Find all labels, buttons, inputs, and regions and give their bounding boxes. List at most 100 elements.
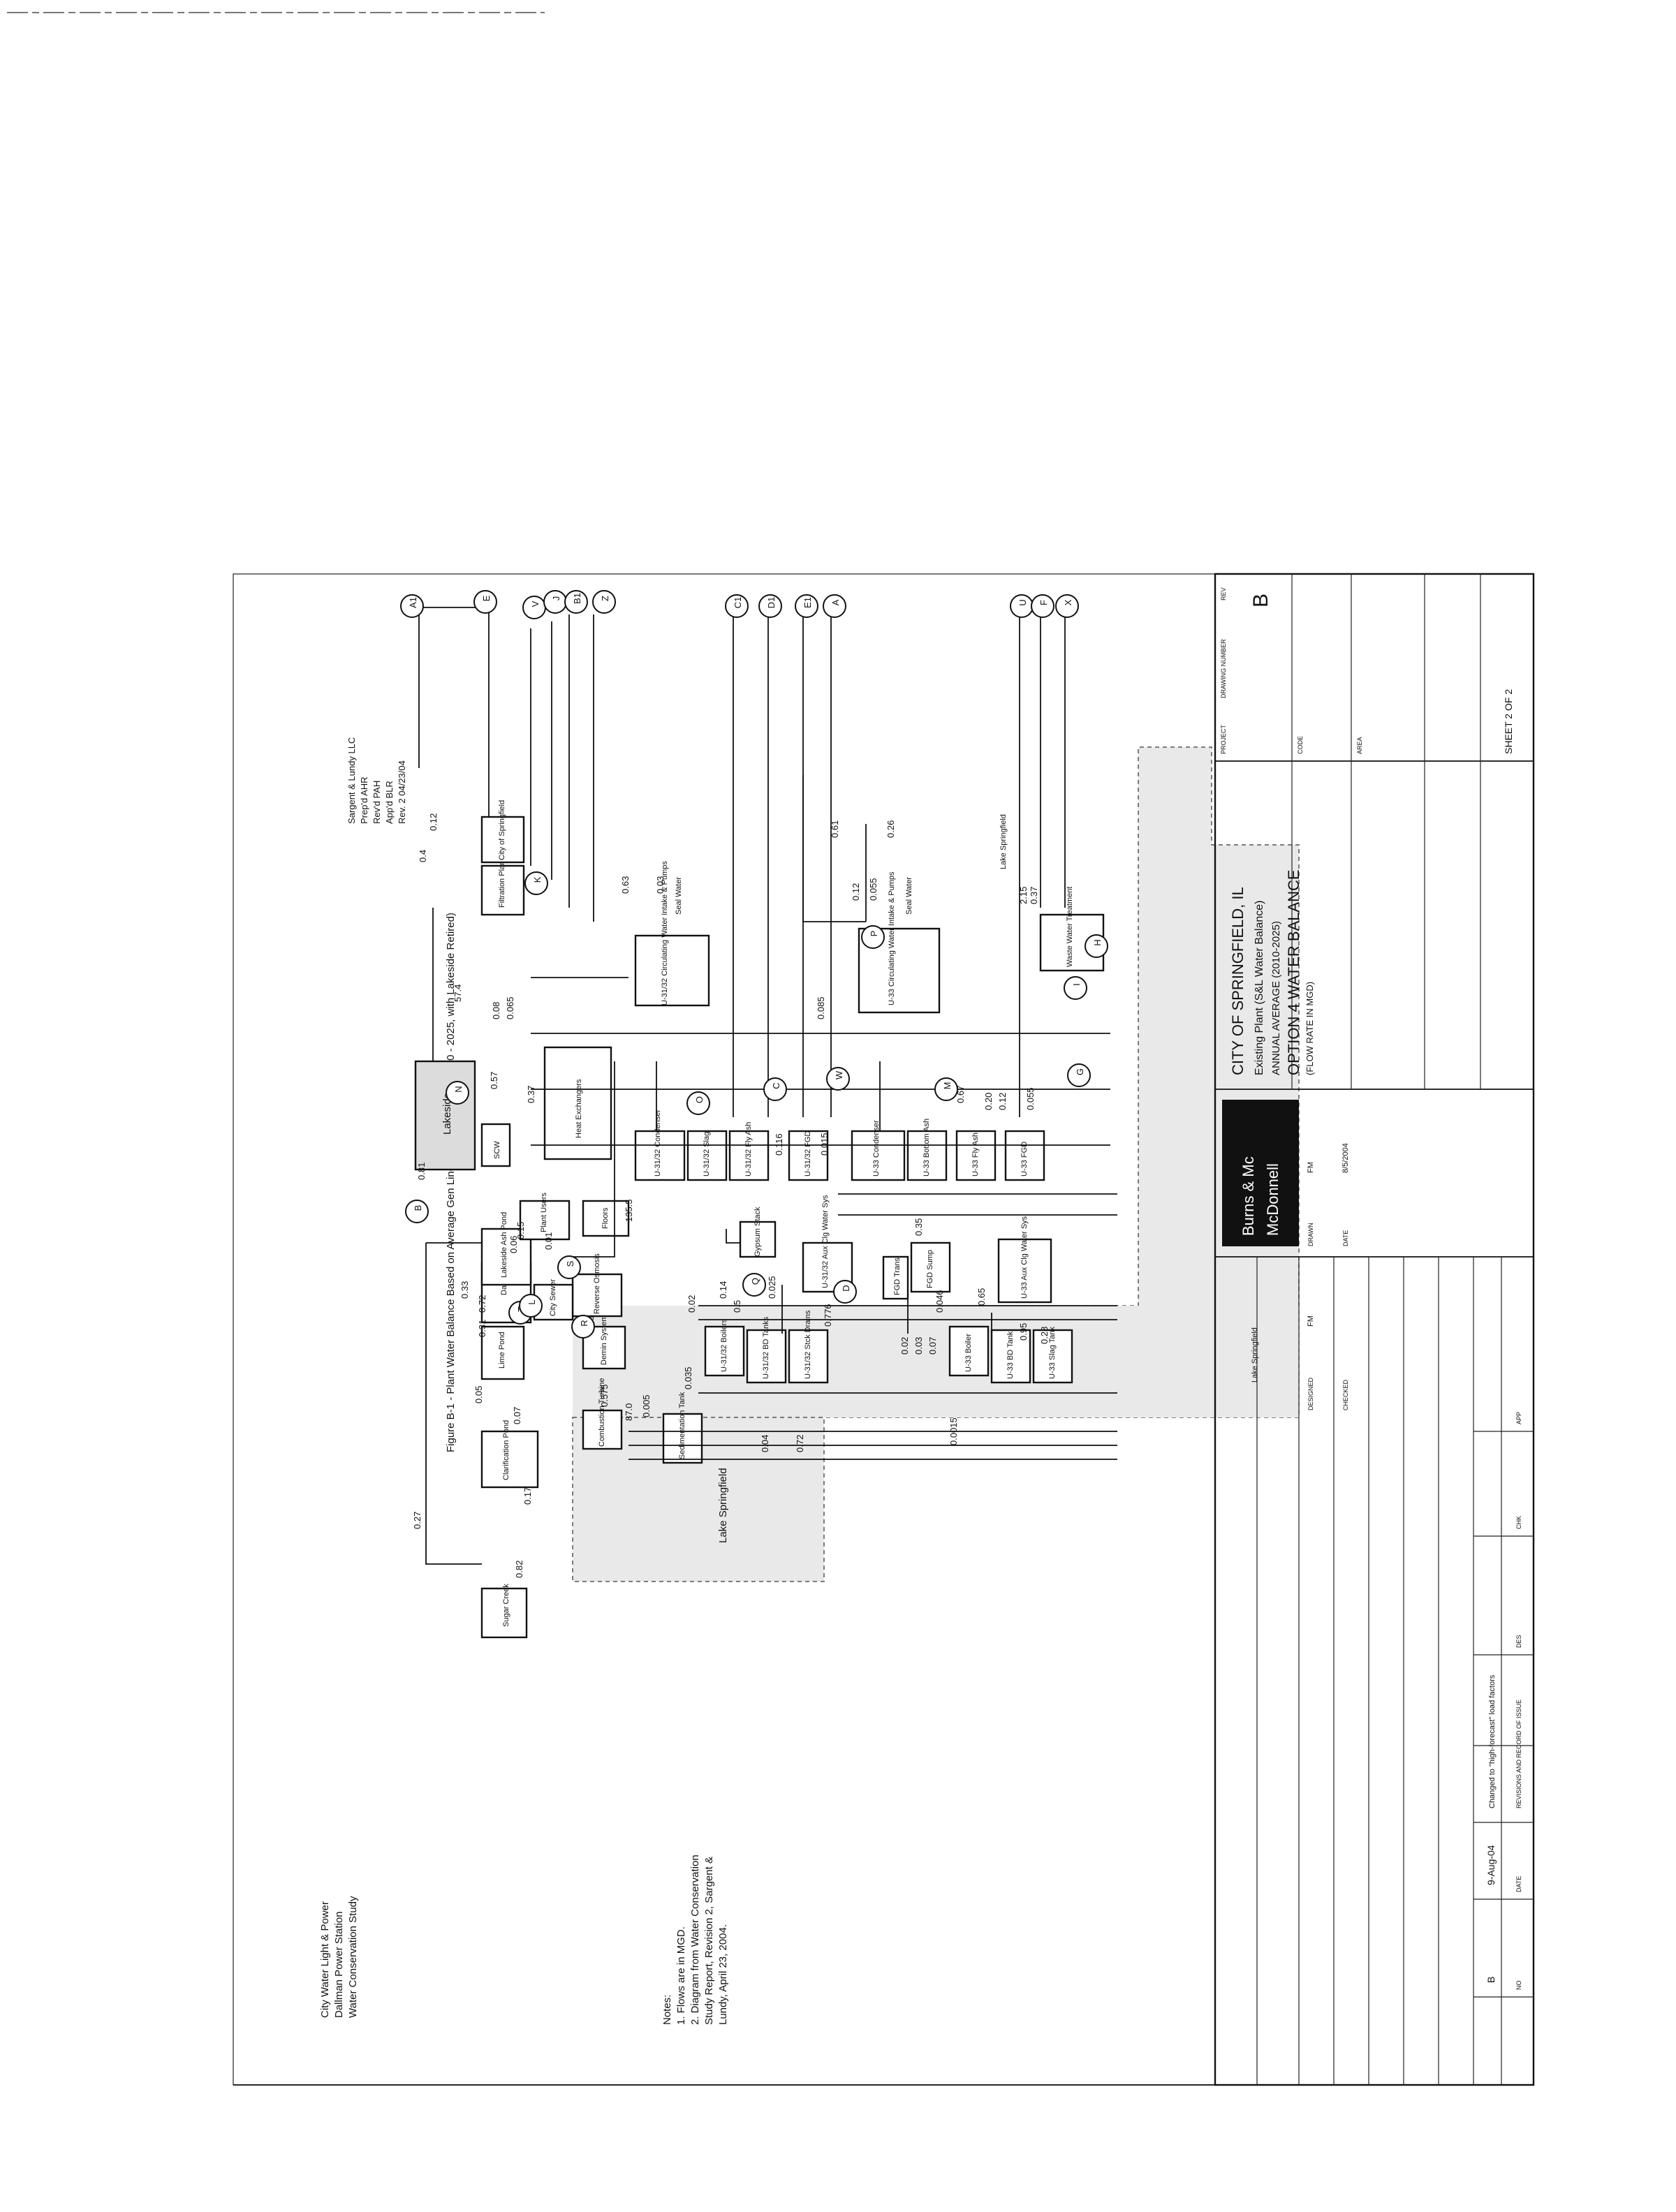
- lake-springfield-label-3: Lake Springfield: [1251, 1327, 1259, 1382]
- rev-date: 9-Aug-04: [1485, 1845, 1497, 1885]
- fly-ash-33-label: U-33 Fly Ash: [971, 1133, 980, 1177]
- client-title: CITY OF SPRINGFIELD, IL: [1229, 887, 1247, 1075]
- boilers-31-32-label: U-31/32 Boilers: [720, 1319, 728, 1372]
- svg-text:City Water Light & Power: City Water Light & Power: [319, 1901, 331, 2018]
- connector-circle: [1064, 976, 1087, 1000]
- sedimentation-tank-label: Sedimentation Tank: [678, 1392, 686, 1459]
- lakeside-label: Lakeside: [441, 1093, 453, 1135]
- flow-value: 0.95: [1018, 1323, 1029, 1341]
- flow-value: 0.015: [819, 1133, 830, 1156]
- connector-circle: [758, 594, 782, 618]
- svg-text:Dallman Power Station: Dallman Power Station: [333, 1911, 345, 2018]
- flow-value: 0.03: [655, 876, 666, 894]
- fgd-trans-box: [882, 1255, 909, 1300]
- connector-circle: [725, 594, 749, 618]
- connector-circle: [934, 1077, 958, 1101]
- flow-value: 0.03: [913, 1337, 924, 1355]
- flow-value: 0.5: [732, 1300, 742, 1313]
- connector-circle: [826, 1067, 850, 1091]
- fly-ash-33-box: [955, 1130, 997, 1181]
- stack-drains-31-32-label: U-31/32 Stck Drains: [804, 1310, 812, 1379]
- fgd-33-label: U-33 FGD: [1020, 1142, 1029, 1177]
- rev-heading-date: DATE: [1515, 1876, 1522, 1892]
- connector-label: J: [551, 596, 561, 601]
- flow-value: 0.26: [885, 820, 896, 838]
- fgd-sump-box: [910, 1241, 951, 1293]
- flow-value: 0.08: [491, 1002, 501, 1019]
- flow-value: 0.72: [477, 1295, 487, 1313]
- connectors: A1EVJB1ZC1D1E1AUFXSRTLKNOMPWCDQGHIB: [400, 590, 1108, 1339]
- seal-water-label-2: Seal Water: [905, 877, 913, 915]
- connector-circle: [795, 594, 818, 618]
- flow-value: 0.65: [976, 1288, 987, 1306]
- connector-label: D1: [766, 597, 777, 609]
- tb-sheet: SHEET 2 OF 2: [1503, 689, 1514, 754]
- tb-area: AREA: [1356, 737, 1363, 754]
- heat-exchangers-box: [543, 1046, 612, 1160]
- connector-label: Z: [600, 596, 610, 601]
- flow-value: 0.02: [686, 1295, 697, 1313]
- client-notes: City Water Light & Power Dallman Power S…: [319, 1896, 359, 2018]
- waste-water-label: Waste Water Treatment: [1066, 887, 1074, 967]
- bottom-ash-33-label: U-33 Bottom Ash: [922, 1119, 931, 1177]
- rev-app: APP: [1515, 1412, 1522, 1424]
- circ-33-label: U-33 Circulating Water Intake & Pumps: [888, 871, 896, 1005]
- sugar-creek-label: Sugar Creek: [502, 1584, 510, 1627]
- reverse-osmosis-label: Reverse Osmosis: [593, 1253, 601, 1314]
- city-of-springfield-label: City of Springfield: [498, 800, 506, 860]
- flow-value: 135.5: [624, 1199, 634, 1222]
- bottom-ash-33-box: [906, 1130, 948, 1181]
- combustion-turbine-box: [582, 1409, 623, 1450]
- bd-tanks-31-32-label: U-31/32 BD Tanks: [762, 1316, 770, 1379]
- connector-circle: [686, 1091, 710, 1115]
- connector-label: Q: [750, 1278, 760, 1285]
- clarification-pond-label: Clarification Pond: [502, 1420, 510, 1480]
- fgd-33-box: [1004, 1130, 1045, 1181]
- svg-text:2. Diagram from Water Conserva: 2. Diagram from Water Conservation: [689, 1855, 701, 2025]
- flow-value: 0.61: [830, 820, 840, 838]
- title-line4: (FLOW RATE IN MGD): [1304, 982, 1315, 1075]
- connector-circle: [400, 594, 424, 618]
- flow-value: 0.28: [1039, 1327, 1050, 1344]
- boilers-31-32-box: [704, 1325, 745, 1377]
- condenser-33-box: [851, 1130, 906, 1181]
- flow-value: 0.27: [412, 1512, 422, 1529]
- svg-text:Rev'd PAH: Rev'd PAH: [372, 781, 382, 824]
- tb-checked: CHECKED: [1342, 1379, 1349, 1410]
- title-line2: ANNUAL AVERAGE (2010-2025): [1270, 921, 1282, 1075]
- flow-value: 0.055: [1025, 1087, 1036, 1110]
- circ-31-32-label: U-31/32 Circulating Water Intake & Pumps: [661, 861, 669, 1005]
- aux-clg-33-box: [997, 1238, 1052, 1304]
- flow-value: 0.06: [508, 1236, 519, 1253]
- flow-value: 0.15: [515, 1222, 526, 1239]
- flow-value: 0.14: [718, 1281, 728, 1299]
- tb-date: 8/5/2004: [1341, 1143, 1350, 1173]
- scw-label: SCW: [493, 1141, 501, 1159]
- stack-drains-31-32-box: [788, 1329, 829, 1384]
- svg-text:Prep'd AHR: Prep'd AHR: [359, 776, 369, 824]
- connector-circle: [524, 871, 548, 895]
- lake-springfield-label: Lake Springfield: [717, 1468, 729, 1543]
- gypsum-stack-box: [739, 1221, 777, 1258]
- connector-label: D: [841, 1285, 851, 1291]
- condenser-31-32-box: [634, 1130, 686, 1181]
- flow-value: 0.57: [489, 1072, 499, 1089]
- combustion-turbine-label: Combustion Turbine: [598, 1378, 606, 1447]
- connector-label: K: [532, 876, 543, 883]
- connector-label: H: [1092, 939, 1103, 945]
- connector-circle: [1055, 594, 1079, 618]
- figure-title: Figure B-1 - Plant Water Balance Based o…: [445, 913, 457, 1452]
- svg-text:Notes:: Notes:: [661, 1995, 673, 2025]
- connector-circle: [473, 590, 497, 614]
- connector-label: C1: [733, 597, 743, 609]
- flow-value: 0.116: [774, 1133, 784, 1156]
- clarification-pond-box: [480, 1430, 539, 1489]
- flow-value: 87.0: [624, 1403, 634, 1421]
- tb-date-label: DATE: [1342, 1230, 1349, 1246]
- flow-lines: [418, 600, 1117, 1565]
- tb-project: PROJECT: [1220, 724, 1227, 754]
- connector-circle: [823, 594, 846, 618]
- boiler-33-box: [948, 1325, 990, 1377]
- connector-circle: [446, 1081, 469, 1105]
